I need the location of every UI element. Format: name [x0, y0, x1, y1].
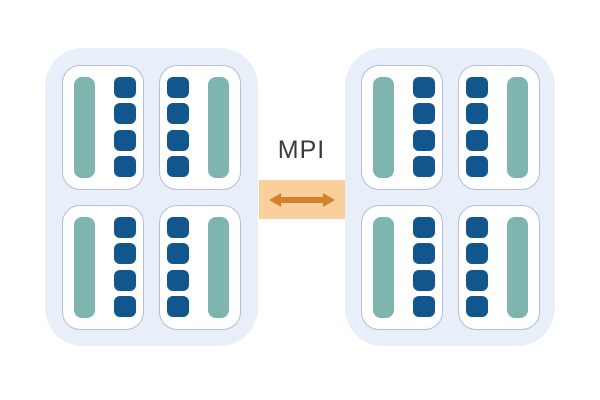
core	[167, 216, 189, 238]
cpu-socket	[62, 64, 144, 190]
mpi-label: MPI	[277, 136, 326, 164]
core	[114, 156, 136, 178]
cpu-socket	[159, 204, 241, 330]
memory-bar	[208, 76, 229, 178]
core	[114, 216, 136, 238]
memory-bar	[372, 216, 394, 318]
cpu-socket	[360, 204, 443, 330]
core	[412, 296, 435, 318]
core	[465, 156, 488, 178]
core	[412, 156, 435, 178]
core	[114, 269, 136, 291]
core	[114, 243, 136, 265]
core	[114, 129, 136, 151]
cpu-socket	[159, 64, 241, 190]
core	[412, 216, 435, 238]
core-column	[465, 76, 488, 178]
core-column	[412, 76, 435, 178]
core	[167, 156, 189, 178]
core	[114, 103, 136, 125]
cpu-socket	[360, 64, 443, 190]
core-column	[465, 216, 488, 318]
core	[167, 103, 189, 125]
core	[465, 76, 488, 98]
core	[167, 296, 189, 318]
memory-bar	[74, 216, 95, 318]
core	[465, 103, 488, 125]
core-column	[167, 216, 189, 318]
core	[412, 269, 435, 291]
core	[412, 243, 435, 265]
memory-bar	[372, 76, 394, 178]
cpu-socket	[457, 64, 540, 190]
core	[412, 76, 435, 98]
memory-bar	[74, 76, 95, 178]
memory-bar	[208, 216, 229, 318]
mpi-link-band	[259, 180, 345, 219]
core-column	[114, 76, 136, 178]
core	[465, 129, 488, 151]
cpu-socket	[62, 204, 144, 330]
core-column	[114, 216, 136, 318]
memory-bar	[506, 216, 528, 318]
core	[167, 269, 189, 291]
core	[167, 76, 189, 98]
core	[412, 103, 435, 125]
core	[114, 296, 136, 318]
cpu-socket	[457, 204, 540, 330]
core	[167, 129, 189, 151]
core	[465, 296, 488, 318]
core	[465, 243, 488, 265]
core-column	[167, 76, 189, 178]
core	[465, 269, 488, 291]
compute-node	[45, 48, 258, 346]
core	[167, 243, 189, 265]
compute-node	[345, 48, 555, 346]
core	[114, 76, 136, 98]
core	[412, 129, 435, 151]
bidirectional-arrow-icon	[269, 192, 335, 207]
core	[465, 216, 488, 238]
core-column	[412, 216, 435, 318]
memory-bar	[506, 76, 528, 178]
